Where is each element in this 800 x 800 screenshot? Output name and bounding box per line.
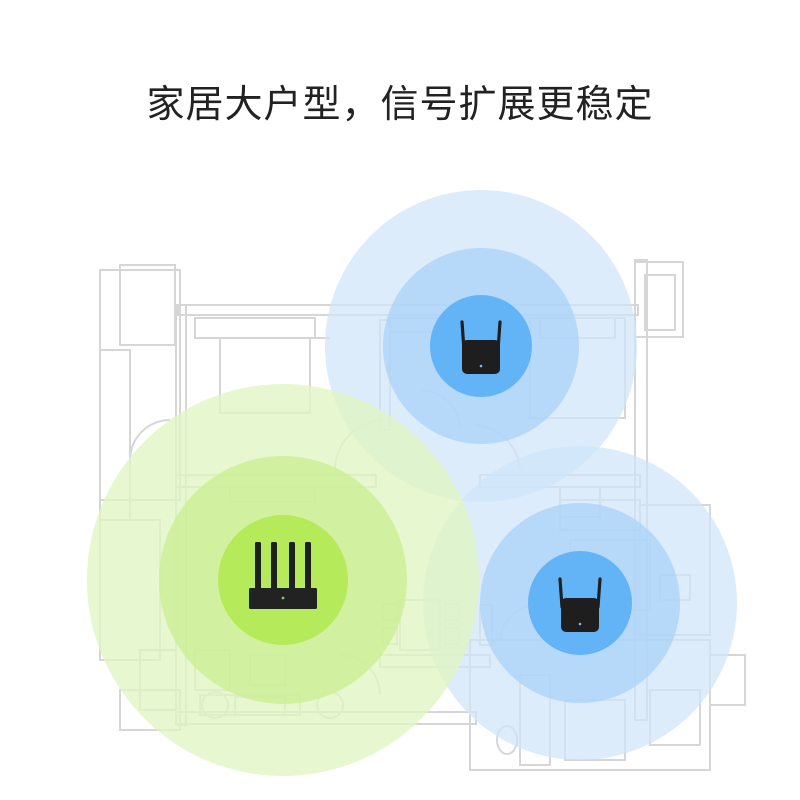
wifi-extender-icon bbox=[460, 320, 502, 374]
wifi-router-icon bbox=[249, 542, 317, 609]
router-coverage bbox=[87, 384, 479, 776]
wifi-extender-icon bbox=[558, 577, 602, 632]
headline: 家居大户型，信号扩展更稳定 bbox=[146, 82, 654, 126]
